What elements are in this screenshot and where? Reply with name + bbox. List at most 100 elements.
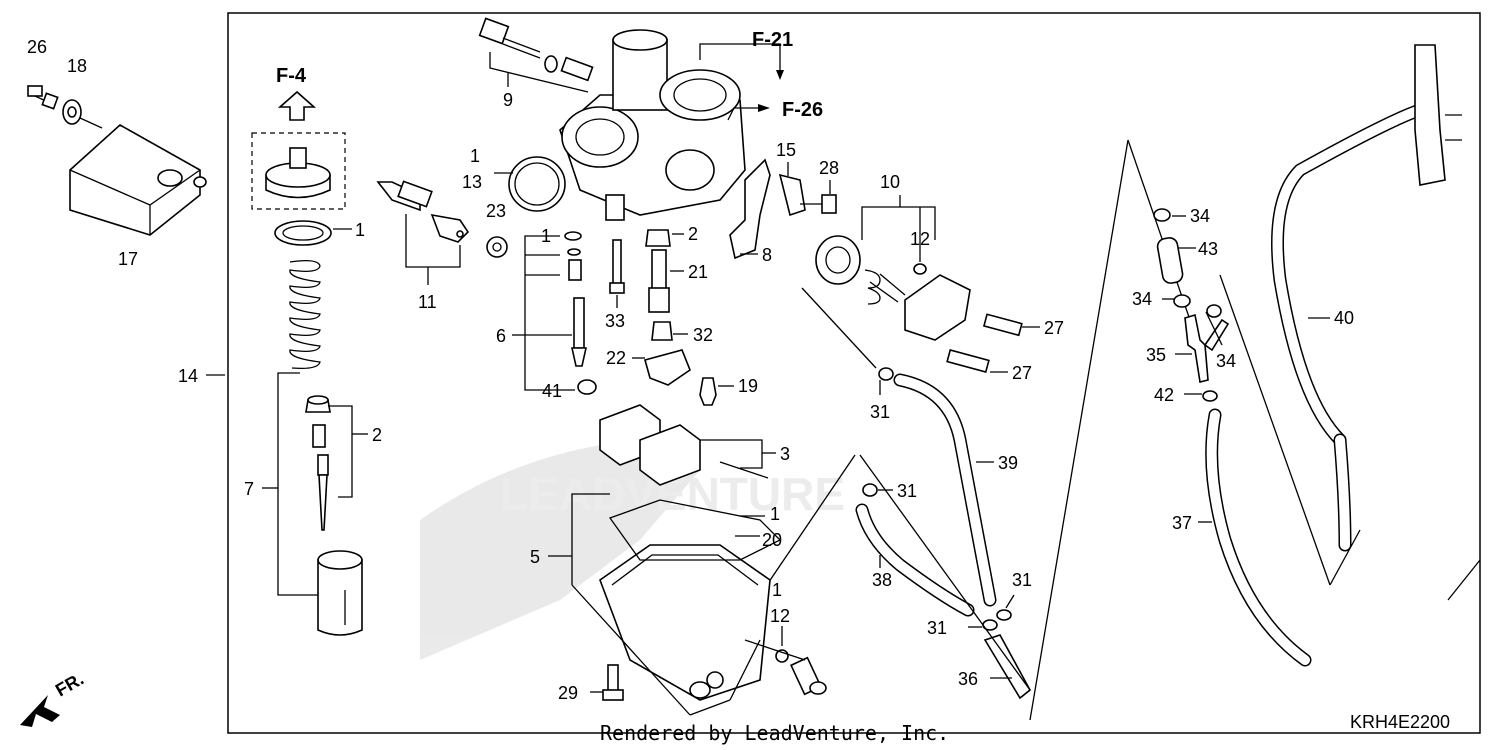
callout-43[interactable]: 43	[1198, 239, 1218, 259]
callout-28[interactable]: 28	[819, 158, 839, 178]
washer-9[interactable]	[544, 55, 558, 73]
ref-f26[interactable]: F-26	[782, 99, 823, 121]
needle-clip-cap[interactable]	[305, 395, 331, 413]
clamp-31a[interactable]	[878, 367, 894, 381]
callout-12[interactable]: 12	[770, 606, 790, 626]
o-ring-1[interactable]	[274, 220, 332, 246]
callout-38[interactable]: 38	[872, 570, 892, 590]
jet-needle[interactable]	[317, 454, 329, 531]
cover-10[interactable]	[904, 274, 971, 341]
clamp-31b[interactable]	[862, 483, 878, 497]
spring-6[interactable]	[568, 259, 582, 281]
callout-31[interactable]: 31	[927, 618, 947, 638]
callout-1[interactable]: 1	[355, 220, 365, 240]
seal-23[interactable]	[486, 236, 508, 258]
callout-29[interactable]: 29	[558, 683, 578, 703]
jet-holder-2[interactable]	[645, 229, 671, 247]
callout-34[interactable]: 34	[1190, 206, 1210, 226]
bracket-15[interactable]	[778, 173, 806, 217]
gasket-20[interactable]	[608, 499, 782, 561]
callout-19[interactable]: 19	[738, 376, 758, 396]
callout-18[interactable]: 18	[67, 56, 87, 76]
fitting-36[interactable]	[983, 634, 1032, 700]
callout-17[interactable]: 17	[118, 249, 138, 269]
callout-35[interactable]: 35	[1146, 345, 1166, 365]
callout-13[interactable]: 13	[462, 172, 482, 192]
small-spring[interactable]	[312, 424, 326, 448]
callout-27[interactable]: 27	[1044, 318, 1064, 338]
callout-1[interactable]: 1	[772, 580, 782, 600]
clamp-42[interactable]	[1202, 390, 1218, 402]
callout-42[interactable]: 42	[1154, 385, 1174, 405]
ref-f4[interactable]: F-4	[276, 65, 307, 87]
callout-6[interactable]: 6	[496, 326, 506, 346]
top-cap[interactable]	[265, 147, 331, 199]
callout-2[interactable]: 2	[372, 425, 382, 445]
callout-31[interactable]: 31	[1012, 570, 1032, 590]
spring-14[interactable]	[289, 260, 321, 370]
screw-9[interactable]	[478, 17, 541, 59]
callout-1[interactable]: 1	[770, 504, 780, 524]
callout-20[interactable]: 20	[762, 530, 782, 550]
screw-29[interactable]	[602, 664, 624, 701]
callout-31[interactable]: 31	[897, 481, 917, 501]
callout-34[interactable]: 34	[1216, 351, 1236, 371]
callout-31[interactable]: 31	[870, 402, 890, 422]
float-bowl-5[interactable]	[599, 544, 771, 701]
callout-23[interactable]: 23	[486, 201, 506, 221]
tube-43[interactable]	[1156, 237, 1184, 285]
bolt-27b[interactable]	[946, 349, 990, 373]
float-needle-19[interactable]	[699, 377, 717, 406]
callout-27[interactable]: 27	[1012, 363, 1032, 383]
callout-40[interactable]: 40	[1334, 308, 1354, 328]
callout-9[interactable]: 9	[503, 90, 513, 110]
callout-39[interactable]: 39	[998, 453, 1018, 473]
clamp-34c[interactable]	[1206, 304, 1222, 318]
o-ring-6[interactable]	[564, 231, 582, 241]
callout-41[interactable]: 41	[542, 381, 562, 401]
callout-7[interactable]: 7	[244, 479, 254, 499]
o-ring-12a[interactable]	[913, 263, 927, 275]
callout-22[interactable]: 22	[606, 348, 626, 368]
callout-8[interactable]: 8	[762, 245, 772, 265]
carburetor-body[interactable]	[559, 29, 746, 221]
spring-10[interactable]	[864, 269, 881, 305]
callout-3[interactable]: 3	[780, 444, 790, 464]
hose-40[interactable]	[1271, 103, 1427, 552]
callout-36[interactable]: 36	[958, 669, 978, 689]
callout-14[interactable]: 14	[178, 366, 198, 386]
clamp-34b[interactable]	[1173, 294, 1191, 308]
pilot-screw-6[interactable]	[571, 297, 587, 367]
callout-21[interactable]: 21	[688, 262, 708, 282]
callout-10[interactable]: 10	[880, 172, 900, 192]
lever-8[interactable]	[729, 158, 771, 260]
callout-2[interactable]: 2	[688, 224, 698, 244]
needle-jet-21[interactable]	[648, 249, 670, 313]
callout-15[interactable]: 15	[776, 140, 796, 160]
clamp-34a[interactable]	[1153, 208, 1171, 222]
callout-11[interactable]: 11	[418, 292, 437, 312]
float-3[interactable]	[599, 404, 769, 486]
callout-32[interactable]: 32	[693, 325, 713, 345]
callout-33[interactable]: 33	[605, 311, 625, 331]
callout-5[interactable]: 5	[530, 547, 540, 567]
ref-f21[interactable]: F-21	[752, 29, 793, 51]
spring-9[interactable]	[560, 56, 594, 82]
bolt-26[interactable]	[27, 85, 59, 110]
slow-jet-33[interactable]	[609, 239, 625, 294]
callout-1[interactable]: 1	[470, 146, 480, 166]
callout-12[interactable]: 12	[910, 229, 930, 249]
cap-41[interactable]	[577, 379, 597, 395]
fuel-valve-top[interactable]	[1414, 44, 1462, 186]
callout-1[interactable]: 1	[541, 226, 551, 246]
float-valve-22[interactable]	[644, 349, 691, 386]
choke-11[interactable]	[376, 180, 470, 243]
part-17-cover[interactable]	[69, 124, 207, 236]
drain-screw[interactable]	[790, 656, 827, 696]
tee-35[interactable]	[1184, 313, 1230, 383]
clamp-31d[interactable]	[996, 609, 1012, 621]
diaphragm-10[interactable]	[815, 235, 861, 285]
screw-28[interactable]	[800, 194, 837, 214]
callout-34[interactable]: 34	[1132, 289, 1152, 309]
callout-37[interactable]: 37	[1172, 513, 1192, 533]
